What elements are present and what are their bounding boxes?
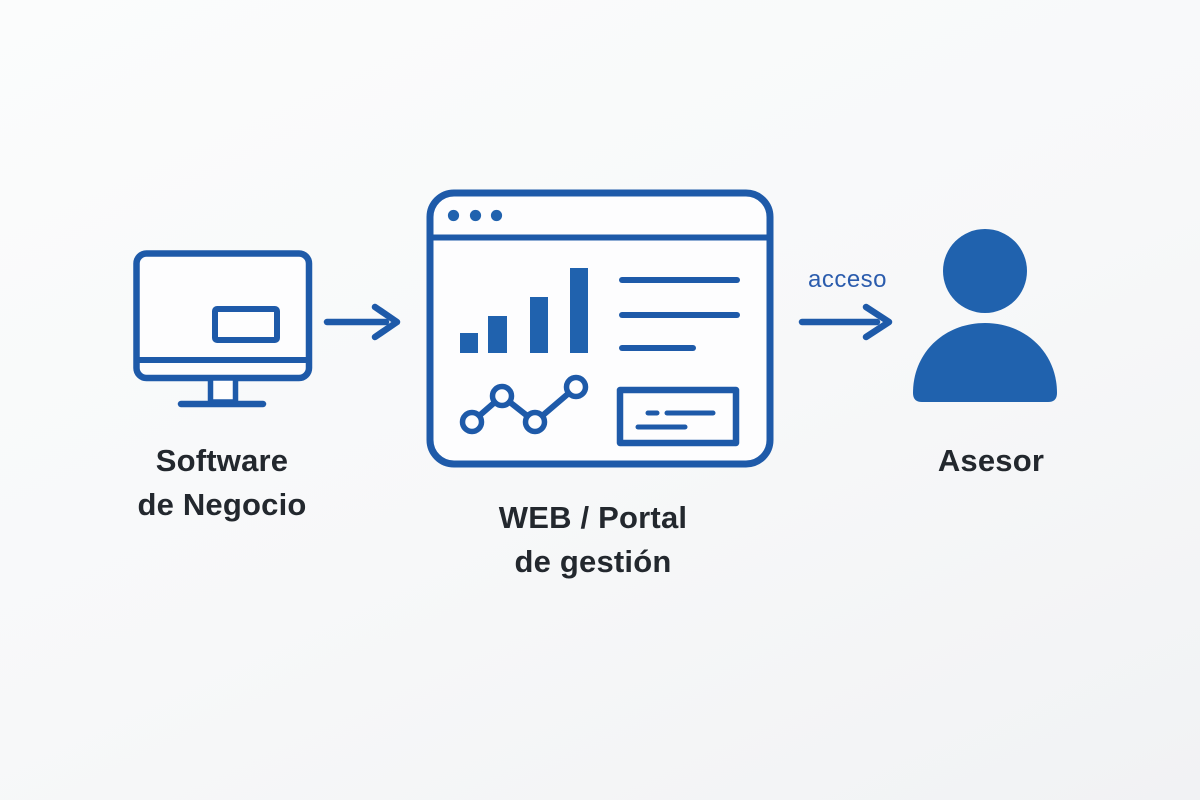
line-chart-icon [459, 374, 589, 435]
node-asesor [910, 226, 1066, 406]
monitor-stand-icon [207, 375, 239, 405]
browser-dots-icon [447, 209, 503, 222]
bar-chart-icon [460, 268, 588, 353]
screen-window-icon [212, 306, 280, 343]
node-label: Asesor [891, 439, 1091, 483]
node-label-line: Asesor [937, 443, 1045, 478]
person-body [913, 323, 1057, 402]
node-web-portal [426, 189, 774, 468]
connector-label-acceso: acceso [807, 266, 888, 293]
node-label-line: de gestión [514, 544, 672, 579]
arrow-right-icon [798, 303, 893, 341]
node-software-de-negocio [133, 250, 313, 410]
node-label-line: Software [155, 443, 289, 478]
node-label: Software de Negocio [102, 439, 342, 527]
desktop-computer-icon [133, 250, 313, 408]
arrow-right-icon [323, 303, 401, 341]
person-icon [913, 229, 1057, 402]
login-panel-icon [616, 386, 740, 447]
browser-dashboard-icon [426, 189, 774, 468]
text-lines-icon [619, 277, 740, 351]
person-head [943, 229, 1027, 313]
node-label-line: de Negocio [137, 487, 307, 522]
node-label-line: WEB / Portal [498, 500, 688, 535]
node-label: WEB / Portal de gestión [443, 496, 743, 584]
